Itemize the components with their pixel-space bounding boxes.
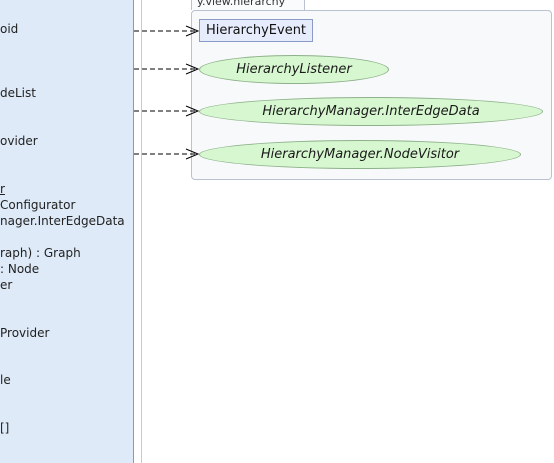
member-row: Configurator [0,198,76,212]
member-row: : Node [0,262,40,276]
arrow-head [185,63,200,75]
member-row: nager.InterEdgeData [0,214,125,228]
hierarchy-event-node[interactable]: HierarchyEvent [199,19,313,42]
package-label: y.view.hierarchy [191,0,305,10]
member-row: oid [0,22,19,36]
arrow-head [185,25,200,37]
arrow-head [185,105,200,117]
inter-edge-data-node[interactable]: HierarchyManager.InterEdgeData [199,97,543,126]
node-visitor-node[interactable]: HierarchyManager.NodeVisitor [199,140,521,169]
member-row: le [0,373,11,387]
divider-line [141,0,142,463]
member-row: r [0,182,5,196]
member-row: er [0,278,13,292]
class-member-panel: oid deList ovider r Configurator nager.I… [0,0,134,463]
member-row: ovider [0,134,38,148]
hierarchy-listener-node[interactable]: HierarchyListener [199,55,389,84]
member-row: deList [0,86,36,100]
member-row: raph) : Graph [0,246,81,260]
member-row: [] [0,421,10,435]
member-row: Provider [0,326,50,340]
arrow-head [185,148,200,160]
